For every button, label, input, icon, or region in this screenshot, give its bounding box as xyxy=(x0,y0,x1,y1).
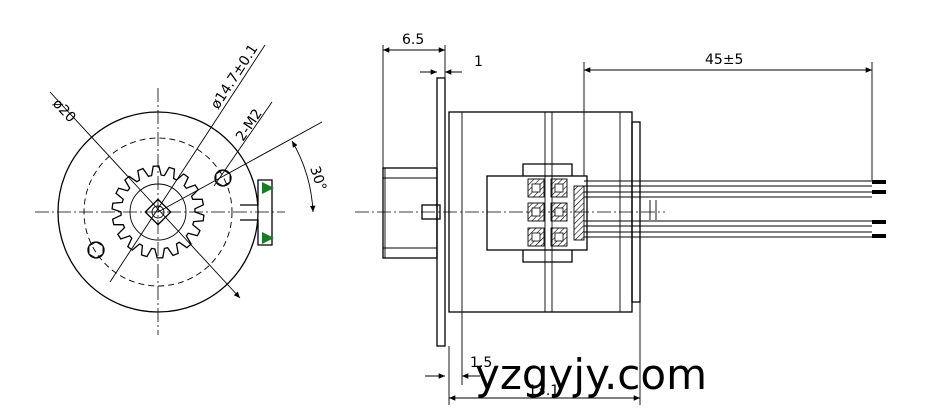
hub-circle xyxy=(129,183,187,241)
mounting-hole-upper xyxy=(214,169,232,187)
bolt-circle xyxy=(83,137,233,287)
thread-label: 2-M2 xyxy=(233,106,266,144)
angle-arc xyxy=(291,140,316,213)
dia-outer-label: ø20 xyxy=(49,96,79,126)
connector-housing xyxy=(486,175,588,251)
front-view: ø20 ø14.7±0.1 2-M2 30° xyxy=(35,42,329,335)
dim-shaft-label: 1.5 xyxy=(470,355,492,371)
dia-bolt-leader xyxy=(109,44,266,283)
wire-terminals xyxy=(872,180,886,238)
marker-upper xyxy=(262,182,274,194)
marker-lower xyxy=(262,232,274,244)
lead-wires xyxy=(584,180,872,238)
side-shaft xyxy=(421,204,441,220)
connector-notch xyxy=(240,179,273,246)
dia-outer-leader xyxy=(49,91,241,299)
mounting-plate xyxy=(436,77,446,347)
pin-column xyxy=(573,185,585,241)
side-gear xyxy=(382,167,438,259)
thread-leader xyxy=(213,101,273,187)
dim-leads-label: 45±5 xyxy=(705,52,743,68)
mounting-hole-lower xyxy=(87,241,105,259)
outer-body-circle xyxy=(57,111,259,313)
shaft-center xyxy=(151,205,165,219)
side-view: 6.5 1 45±5 1.5 13.1 xyxy=(355,32,886,405)
connector-contacts xyxy=(527,178,568,247)
dim-flange-label: 6.5 xyxy=(402,32,424,48)
angle-ray xyxy=(157,121,323,213)
angle-label: 30° xyxy=(306,164,329,193)
dim-plate-label: 1 xyxy=(474,54,483,70)
watermark: yzgyjy.com xyxy=(475,350,707,399)
dim-overall-label: 13.1 xyxy=(528,383,559,399)
rear-cap xyxy=(631,121,641,303)
dia-bolt-label: ø14.7±0.1 xyxy=(208,42,262,113)
